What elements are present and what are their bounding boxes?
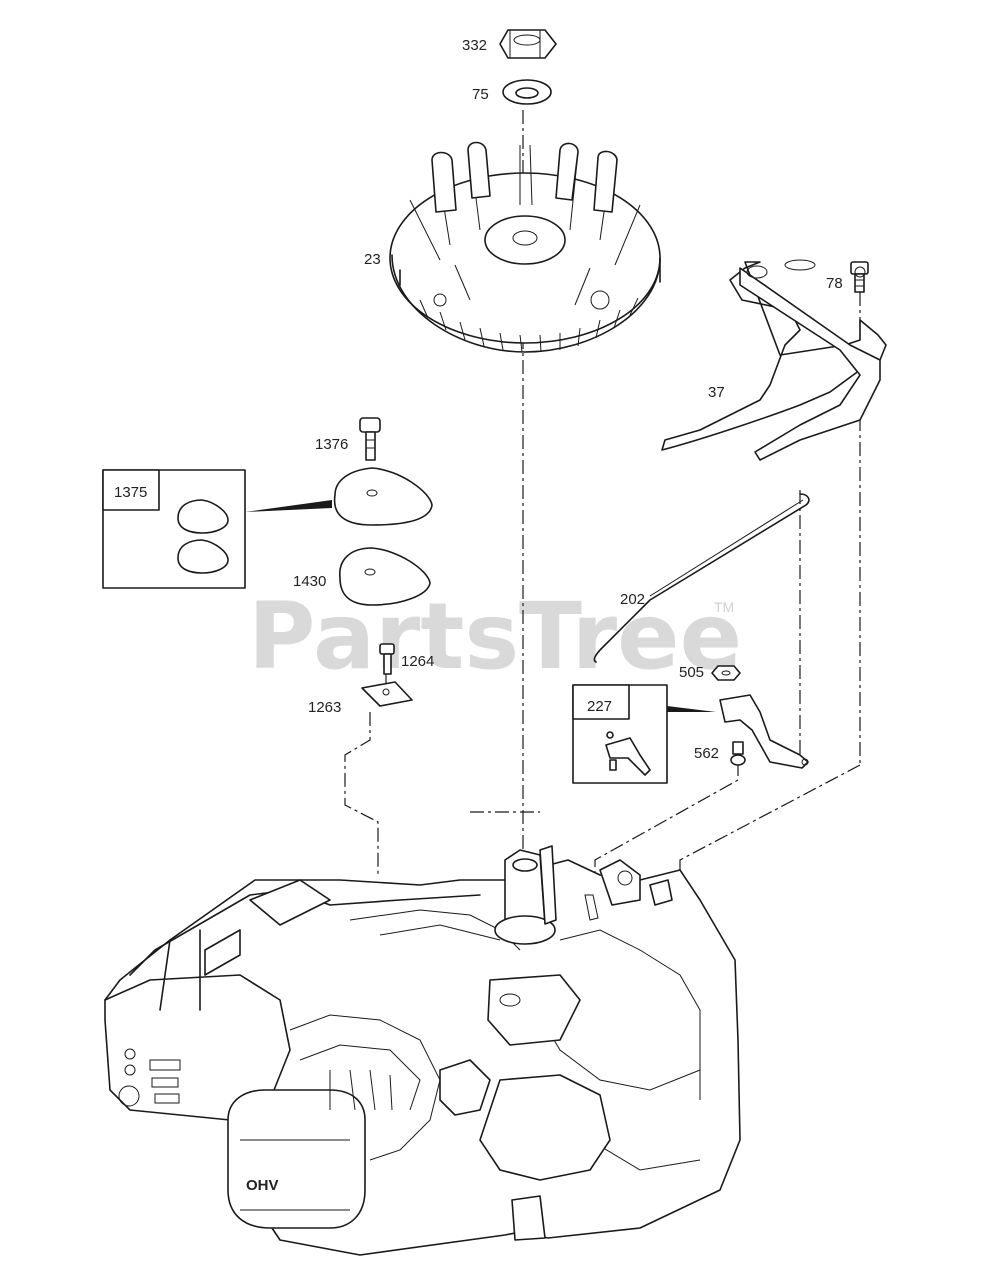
- screw-1376[interactable]: [359, 417, 381, 461]
- watermark-trademark: TM: [714, 599, 734, 615]
- flywheel-23[interactable]: [389, 141, 661, 353]
- ohv-badge-text: OHV: [246, 1177, 279, 1194]
- hex-nut-332[interactable]: [499, 29, 557, 59]
- callout-1430[interactable]: 1430: [293, 573, 326, 590]
- screw-562[interactable]: [730, 741, 746, 766]
- governor-lever[interactable]: [719, 694, 809, 769]
- callout-332[interactable]: 332: [462, 37, 487, 54]
- screw-1264[interactable]: [379, 643, 395, 675]
- watermark-text: PartsTree: [248, 583, 742, 690]
- callout-37[interactable]: 37: [708, 384, 725, 401]
- governor-lever-kit-227[interactable]: [572, 684, 716, 784]
- callout-78[interactable]: 78: [826, 275, 843, 292]
- callout-75[interactable]: 75: [472, 86, 489, 103]
- bracket-1263[interactable]: [361, 674, 413, 707]
- callout-202[interactable]: 202: [620, 591, 645, 608]
- callout-227[interactable]: 227: [587, 698, 612, 715]
- engine-block[interactable]: OHV: [104, 845, 741, 1256]
- callout-23[interactable]: 23: [364, 251, 381, 268]
- callout-1264[interactable]: 1264: [401, 653, 434, 670]
- callout-1263[interactable]: 1263: [308, 699, 341, 716]
- nut-505[interactable]: [711, 665, 741, 681]
- kit-box-1375[interactable]: [102, 469, 332, 589]
- air-vane-37[interactable]: [661, 259, 887, 461]
- washer-75[interactable]: [502, 79, 552, 105]
- cover-plate-upper[interactable]: [333, 467, 433, 526]
- gasket-1430[interactable]: [339, 547, 431, 606]
- callout-1375[interactable]: 1375: [114, 484, 147, 501]
- callout-labels: 332 75 23 78 37 1376 1375 1430 202 1264 …: [114, 37, 843, 762]
- callout-562[interactable]: 562: [694, 745, 719, 762]
- callout-505[interactable]: 505: [679, 664, 704, 681]
- callout-1376[interactable]: 1376: [315, 436, 348, 453]
- link-rod-202[interactable]: [593, 493, 810, 663]
